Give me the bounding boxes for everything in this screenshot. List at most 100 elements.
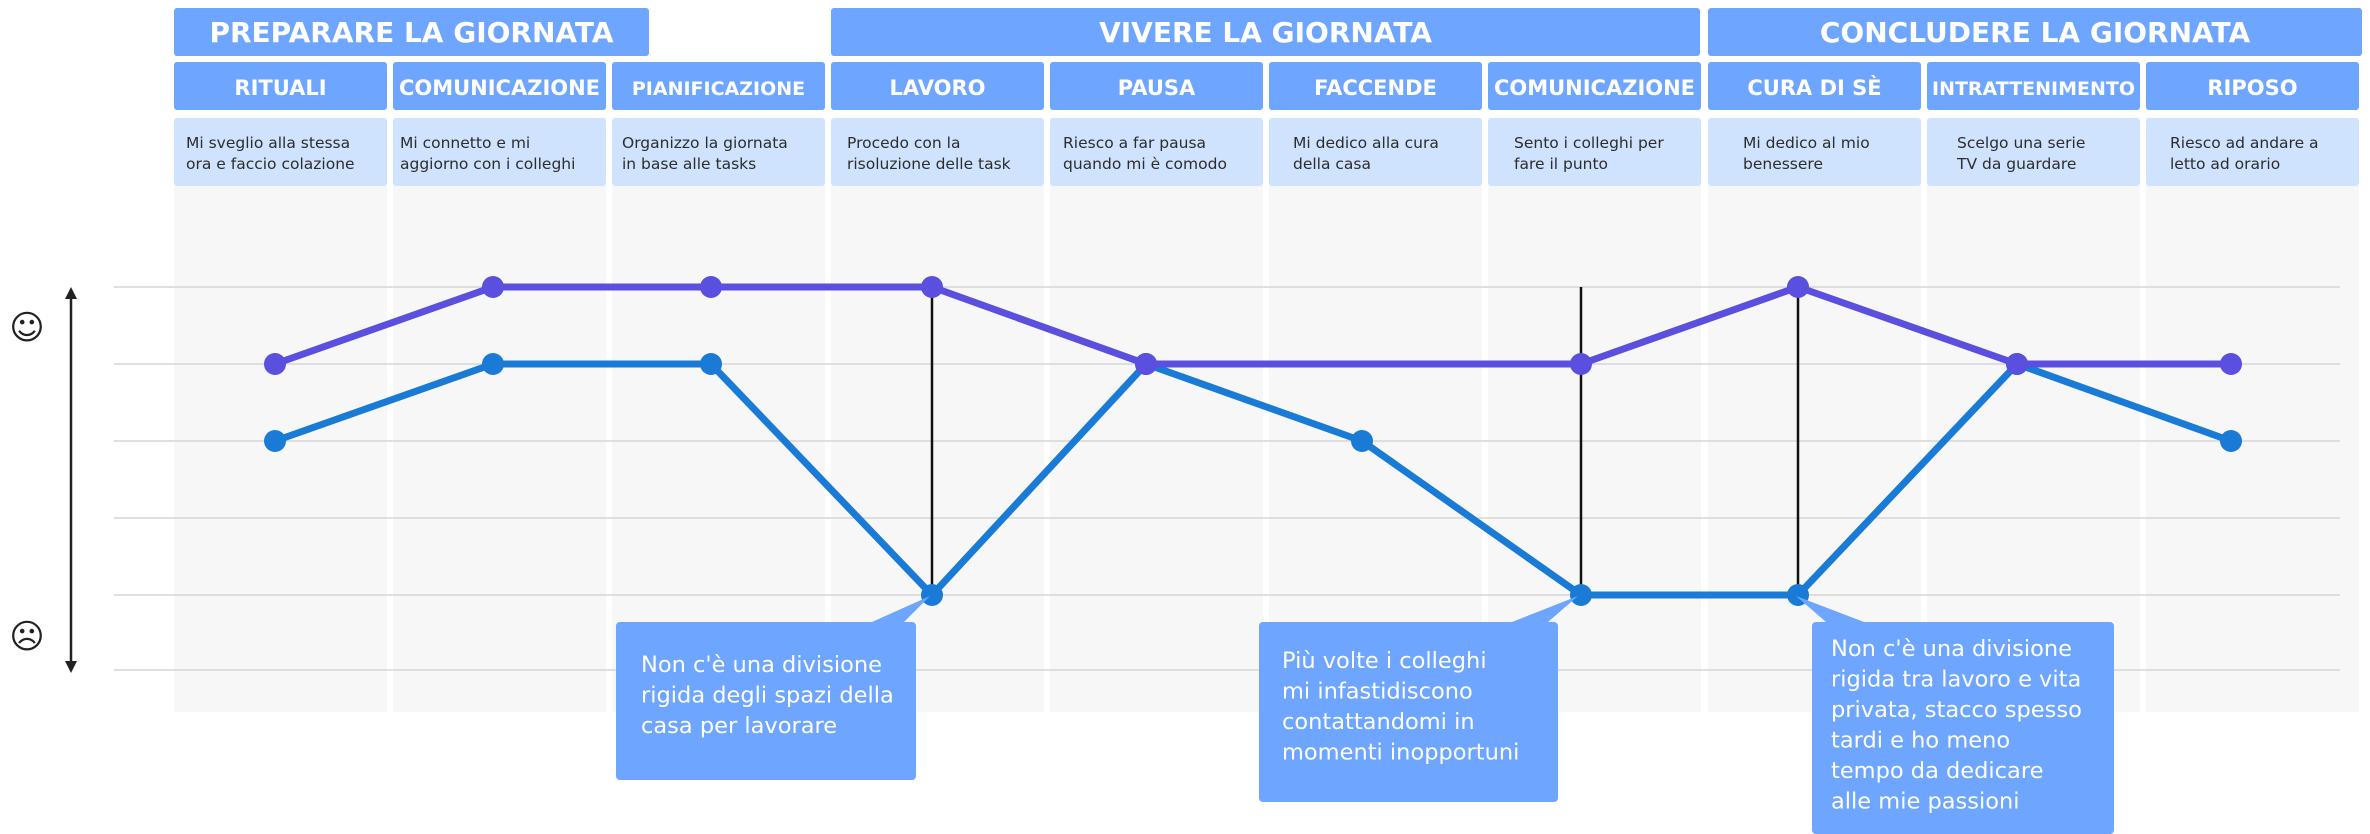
step-header-2 [393,62,606,110]
phase-header-1 [174,8,649,56]
step-header-3 [612,62,825,110]
step-description-line: della casa [1293,155,1371,173]
step-description-line: Procedo con la [847,134,960,152]
column-panel-2 [393,186,606,712]
note-pointer [872,596,930,622]
step-description-line: letto ad orario [2170,155,2280,173]
step-description-8 [1708,118,1921,186]
note-pointer [1796,596,1864,622]
note-box [1259,622,1558,802]
note-box [1812,622,2114,834]
step-description-line: aggiorno con i colleghi [400,155,575,173]
note-text-line: momenti inopportuni [1282,740,1519,766]
step-description-line: Mi connetto e mi [400,134,530,152]
step-title: PAUSA [1118,76,1196,100]
connector-lines [930,287,1800,595]
step-description-line: Sento i colleghi per [1514,134,1664,152]
pain-point-note-2: Più volte i colleghi mi infastidiscono con… [1259,596,1578,802]
note-text-line: Non c'è una divisione [1831,636,2072,662]
axis-arrow-up-icon [65,287,77,299]
series-a-point-step-10 [2220,353,2242,375]
step-description-line: Organizzo la giornata [622,134,788,152]
series-a-point-step-3 [700,276,722,298]
emotion-axis: ☺☹ [9,287,77,673]
step-header-10 [2146,62,2359,110]
phase-title: VIVERE LA GIORNATA [1099,16,1432,49]
step-title: LAVORO [890,76,986,100]
column-panel-10 [2146,186,2359,712]
note-text-line: tempo da dedicare [1831,758,2043,784]
step-description-line: ora e faccio colazione [186,155,355,173]
axis-arrow-down-icon [65,661,77,673]
series-b-point-step-4 [921,584,943,606]
step-header-7 [1488,62,1701,110]
series-b-point-step-2 [482,353,504,375]
step-description-line: in base alle tasks [622,155,756,173]
series-a-point-step-7 [1570,353,1592,375]
note-text-line: privata, stacco spesso [1831,697,2082,723]
step-header-1 [174,62,387,110]
emotion-series [264,276,2242,606]
step-description-line: Mi sveglio alla stessa [186,134,350,152]
happy-face-icon: ☺ [9,308,44,348]
note-box [616,622,916,780]
phase-title: PREPARARE LA GIORNATA [209,16,613,49]
note-text-line: casa per lavorare [641,713,837,739]
note-text-line: rigida degli spazi della [641,683,894,709]
step-description-line: risoluzione delle task [847,155,1011,173]
step-header-9 [1927,62,2140,110]
step-title: FACCENDE [1314,76,1437,100]
step-description-line: benessere [1743,155,1823,173]
step-description-line: fare il punto [1514,155,1608,173]
series-a-point-step-2 [482,276,504,298]
pain-point-notes: Non c'è una divisione rigida degli spazi … [616,596,2114,834]
step-description-line: Riesco ad andare a [2170,134,2319,152]
series-b-line [271,360,2235,599]
step-title: COMUNICAZIONE [1494,76,1695,100]
step-description-line: Mi dedico alla cura [1293,134,1439,152]
series-a-point-step-8 [1787,276,1809,298]
phase-header-2 [831,8,1700,56]
series-a-point-step-5 [1135,353,1157,375]
step-description-9 [1927,118,2140,186]
note-text-line: contattandomi in [1282,709,1475,735]
series-b-point-step-6 [1351,430,1373,452]
step-description-line: Scelgo una serie [1957,134,2085,152]
note-text-line: rigida tra lavoro e vita [1831,667,2081,693]
step-description-4 [831,118,1044,186]
step-description-7 [1488,118,1701,186]
step-description-5 [1050,118,1263,186]
phase-header-3 [1708,8,2362,56]
step-description-line: TV da guardare [1956,155,2076,173]
sad-face-icon: ☹ [9,617,44,657]
note-pointer [1512,596,1578,622]
step-descriptions: Mi sveglio alla stessa ora e faccio colaz… [174,118,2359,186]
series-b-point-step-7 [1570,584,1592,606]
step-header-6 [1269,62,1482,110]
series-a-point-step-4 [921,276,943,298]
step-description-3 [612,118,825,186]
note-text-line: alle mie passioni [1831,789,2020,815]
note-text-line: Più volte i colleghi [1282,648,1487,674]
note-text-line: mi infastidiscono [1282,679,1473,705]
step-description-6 [1269,118,1482,186]
column-panel-5 [1050,186,1263,712]
step-title: PIANIFICAZIONE [632,78,805,100]
step-description-10 [2146,118,2359,186]
step-title: RIPOSO [2207,76,2297,100]
series-a-point-step-1 [264,353,286,375]
step-title: CURA DI SÈ [1747,75,1881,100]
step-description-line: Mi dedico al mio [1743,134,1870,152]
step-headers: RITUALI COMUNICAZIONE PIANIFICAZIONE LAVORO… [174,62,2359,110]
step-header-8 [1708,62,1921,110]
step-description-line: quando mi è comodo [1063,155,1227,173]
step-title: RITUALI [234,76,326,100]
step-description-2 [393,118,606,186]
step-description-line: Riesco a far pausa [1063,134,1206,152]
series-b-point-step-3 [700,353,722,375]
note-text-line: tardi e ho meno [1831,728,2010,754]
